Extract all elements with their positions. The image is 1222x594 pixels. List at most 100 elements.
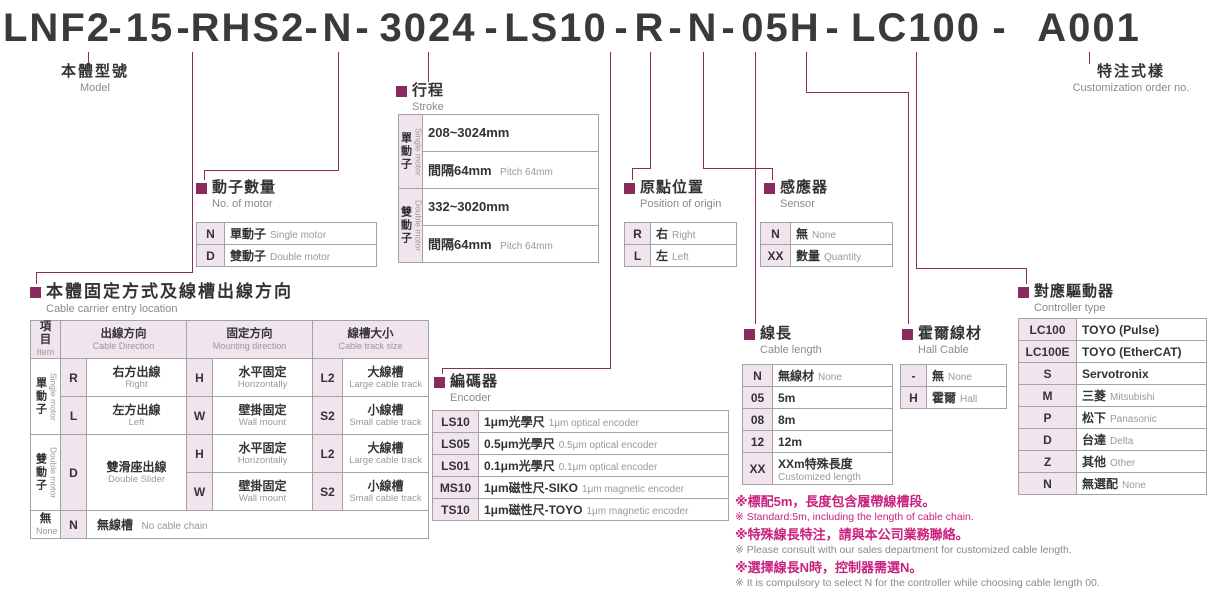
zh-text: TOYO (EtherCAT) bbox=[1082, 344, 1182, 359]
section-marker-icon bbox=[30, 286, 41, 298]
carrier-title-en: Cable carrier entry location bbox=[46, 303, 178, 315]
sensor-header: 感應器 Sensor bbox=[764, 179, 828, 211]
en-text: Double motor bbox=[48, 446, 59, 499]
code-cell: XX bbox=[742, 452, 773, 485]
table-row: 單動子 Single motor R 右方出線 Right H 水平固定 Hor… bbox=[30, 358, 430, 435]
code-cell: N bbox=[196, 222, 225, 245]
hall-title-en: Hall Cable bbox=[918, 344, 969, 356]
carrier-table: 項目 Item 出線方向 Cable Direction 固定方向 Mounti… bbox=[30, 320, 430, 539]
zh-text: 無 bbox=[796, 226, 809, 241]
zh-text: 數量 bbox=[796, 248, 821, 263]
table-row: 無 None N 無線槽 No cable chain bbox=[30, 510, 430, 539]
table-row: 08 8m bbox=[742, 408, 893, 431]
table-row: W 壁掛固定 Wall mount S2 小線槽 Small cable tra… bbox=[31, 472, 430, 511]
code-cell: L bbox=[60, 396, 87, 435]
carrier-header: 本體固定方式及線槽出線方向 Cable carrier entry locati… bbox=[30, 282, 293, 316]
model-title-en: Model bbox=[80, 82, 110, 94]
en-text: 1μm optical encoder bbox=[548, 417, 639, 429]
hall-header: 霍爾線材 Hall Cable bbox=[902, 325, 982, 357]
zh-text: 雙動子 bbox=[34, 453, 47, 492]
desc-cell: 壁掛固定 Wall mount bbox=[211, 396, 314, 435]
code-cell: LS05 bbox=[432, 432, 479, 455]
origin-title-zh: 原點位置 bbox=[640, 179, 705, 196]
en-text: Right bbox=[672, 229, 696, 241]
en-text: Large cable track bbox=[349, 379, 422, 390]
encoder-header: 編碼器 Encoder bbox=[434, 373, 498, 405]
zh-text: 1μm磁性尺-SIKO bbox=[484, 480, 579, 495]
code-cell: N bbox=[760, 222, 791, 245]
zh-text: 無選配 bbox=[1082, 476, 1119, 491]
encoder-title-en: Encoder bbox=[450, 392, 491, 404]
connector-motor-v2 bbox=[204, 170, 205, 180]
zh-text: 台達 bbox=[1082, 432, 1107, 447]
connector-sensor-v2 bbox=[772, 168, 773, 180]
code-segment-origin: R bbox=[634, 6, 666, 50]
zh-text: Servotronix bbox=[1082, 366, 1149, 381]
connector-carrier-h bbox=[36, 272, 193, 273]
header-cell-size: 線槽大小 Cable track size bbox=[312, 320, 430, 359]
en-text: None bbox=[818, 371, 842, 383]
code-cell: 08 bbox=[742, 408, 773, 431]
code-cell: R bbox=[60, 358, 87, 397]
footnote-en: ※ It is compulsory to select N for the c… bbox=[735, 577, 1100, 589]
code-cell: D bbox=[60, 434, 87, 511]
code-separator: - bbox=[176, 6, 192, 50]
connector-origin-v2 bbox=[632, 168, 633, 180]
zh-text: 大線槽 bbox=[367, 441, 404, 455]
table-row: 05 5m bbox=[742, 386, 893, 409]
en-text: Left bbox=[672, 251, 689, 263]
zh-text: 松下 bbox=[1082, 410, 1107, 425]
code-segment-size: 15 bbox=[125, 6, 175, 50]
code-separator: - bbox=[355, 6, 371, 50]
code-cell: P bbox=[1018, 406, 1077, 429]
en-text: No cable chain bbox=[141, 520, 208, 532]
code-cell: H bbox=[186, 434, 213, 473]
zh-text: 線槽大小 bbox=[347, 327, 394, 340]
table-row: S Servotronix bbox=[1018, 362, 1207, 385]
connector-controller-h bbox=[916, 268, 1027, 269]
zh-text: 單動子 bbox=[399, 132, 412, 171]
desc-cell: 小線槽 Small cable track bbox=[342, 396, 430, 435]
group-cell-single-motor: 單動子 Single motor bbox=[30, 358, 61, 435]
en-text: Mitsubishi bbox=[1110, 391, 1155, 403]
stroke-title-zh: 行程 bbox=[412, 82, 445, 99]
group-cell-none: 無 None bbox=[30, 510, 61, 539]
en-text: Cable track size bbox=[338, 340, 403, 351]
code-cell: H bbox=[900, 386, 927, 409]
code-cell: L2 bbox=[312, 358, 344, 397]
stroke-range-cell: 332~3020mm bbox=[422, 188, 599, 226]
en-text: Small cable track bbox=[349, 417, 422, 428]
code-segment-stroke: 3024 bbox=[379, 6, 477, 50]
code-segment-motor-count: N bbox=[322, 6, 354, 50]
code-cell: N bbox=[742, 364, 773, 387]
en-text: Pitch 64mm bbox=[500, 167, 553, 178]
en-text: Panasonic bbox=[1110, 413, 1157, 425]
model-title-zh: 本體型號 bbox=[60, 63, 129, 80]
zh-text: 小線槽 bbox=[367, 403, 404, 417]
code-cell: S bbox=[1018, 362, 1077, 385]
footnote-zh: ※標配5m，長度包含履帶線槽段。 bbox=[735, 494, 936, 509]
zh-text: 1μm磁性尺-TOYO bbox=[484, 502, 583, 517]
zh-text: 右 bbox=[656, 226, 669, 241]
en-text: 0.5μm optical encoder bbox=[558, 439, 658, 451]
code-cell: LC100 bbox=[1018, 318, 1077, 341]
desc-cell: Servotronix bbox=[1076, 362, 1207, 385]
en-text: None bbox=[1122, 479, 1146, 491]
code-cell: 12 bbox=[742, 430, 773, 453]
en-text: 1μm magnetic encoder bbox=[586, 505, 689, 517]
connector-sensor-v1 bbox=[703, 52, 704, 168]
